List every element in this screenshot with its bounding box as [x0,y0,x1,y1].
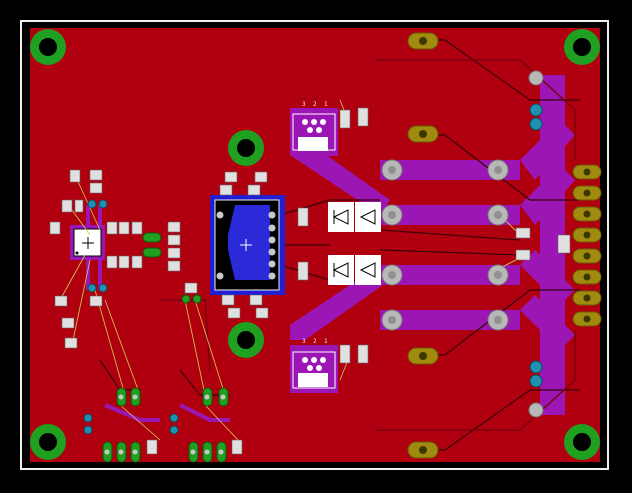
smd-passives [49,107,571,455]
mounting-holes [30,29,600,460]
bottom-headers[interactable] [102,387,229,463]
mount-hole-ct [228,130,264,166]
gold-pad-holes [419,37,591,454]
mount-hole-tl [30,29,66,65]
green-jumpers [142,232,202,304]
vias [83,103,543,435]
qfn-ic-left[interactable] [70,225,105,260]
mount-hole-cb [228,322,264,358]
thru-hole-pads [381,70,544,418]
mount-hole-bl [30,424,66,460]
u2-pin3-label: 3 [302,338,306,345]
u1-pin2-label: 2 [313,101,317,108]
u1-pin3-label: 3 [302,101,306,108]
pour-cutouts [160,59,576,431]
mount-hole-br [564,424,600,460]
regulator-top[interactable]: 3 2 1 [290,101,338,156]
center-ic[interactable] [216,211,276,280]
u2-pin1-label: 1 [324,338,328,345]
regulator-bottom[interactable]: 3 2 1 [290,338,338,393]
u2-pin2-label: 2 [313,338,317,345]
mosfet-pair[interactable] [328,202,381,285]
u1-pin1-label: 1 [324,101,328,108]
mount-hole-tr [564,29,600,65]
